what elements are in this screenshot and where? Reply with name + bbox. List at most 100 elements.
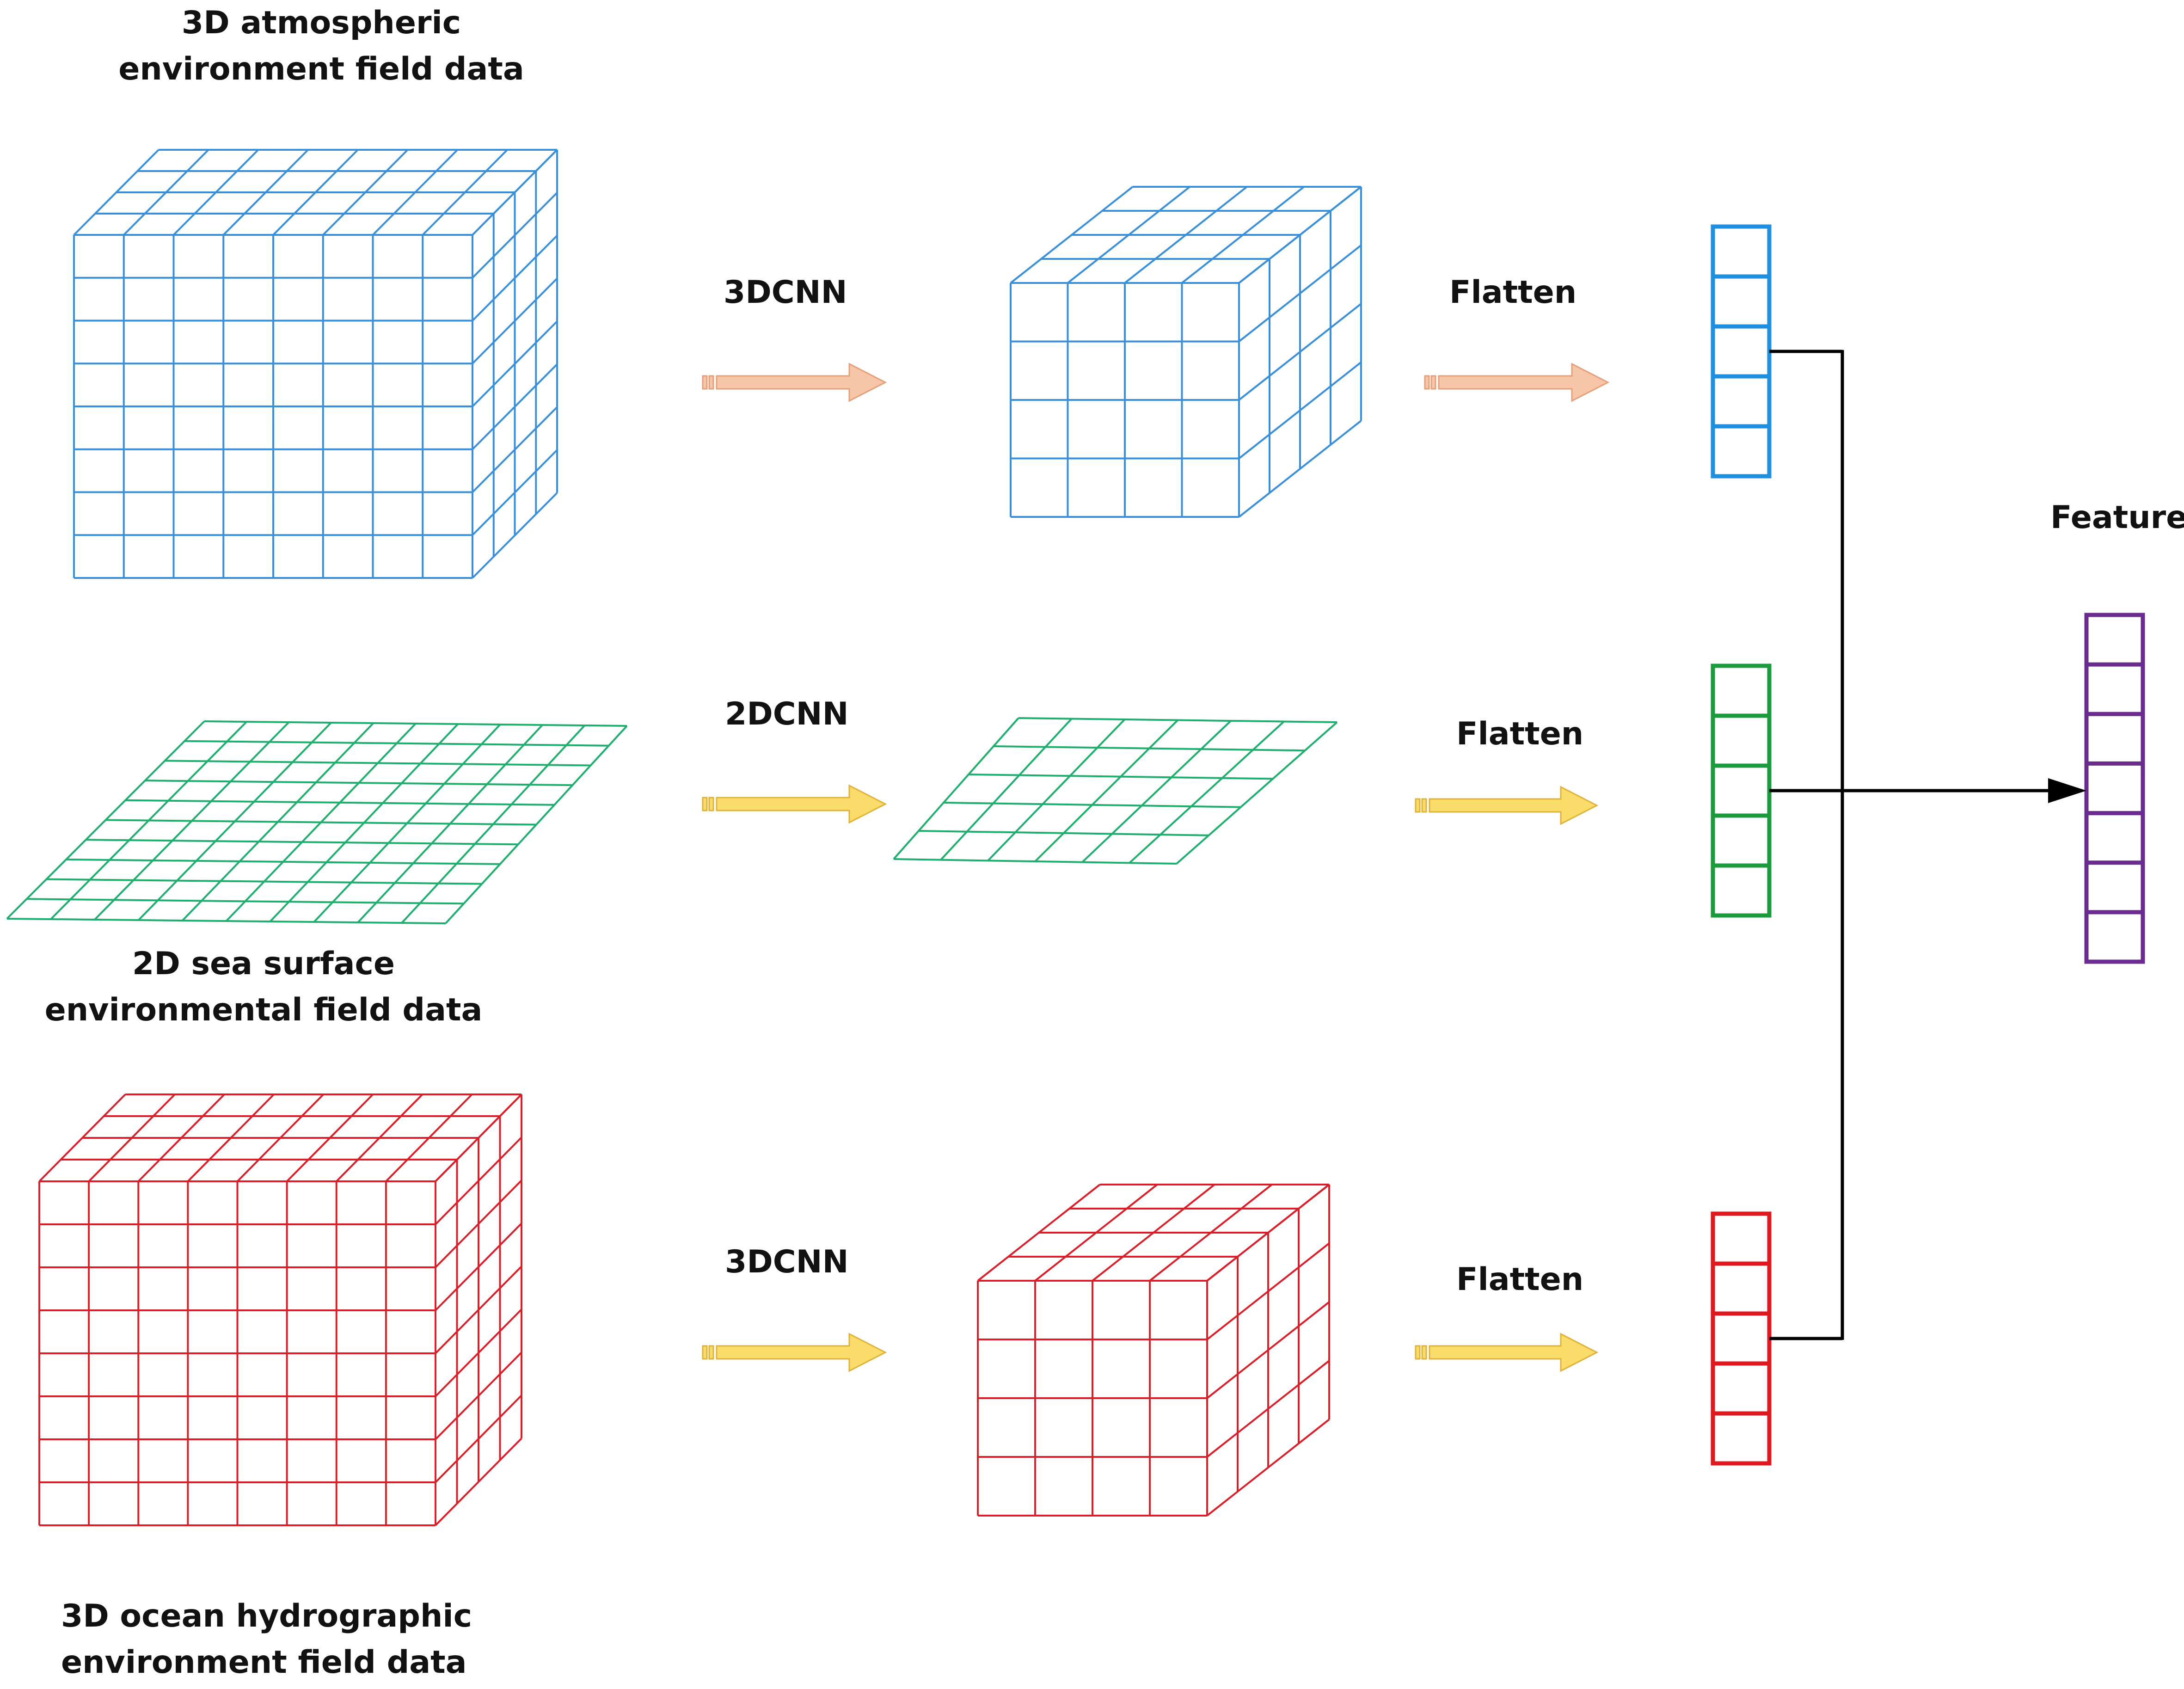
side-grid-hline [472,492,558,579]
arrow-body [716,784,887,824]
label-ocean: 3D ocean hydrographic environment field … [61,1593,472,1686]
label-3dcnn-top: 3DCNN [724,274,847,311]
vector-outline [1711,224,1772,479]
arrow-tail-stripe [1421,798,1427,813]
arrow-tail-stripe [1415,798,1421,813]
plane-grid-hline [165,760,591,767]
side-grid-hline [435,1093,522,1182]
arrow-flatten-mid [1415,786,1599,825]
side-grid-hline [1238,361,1362,460]
arrow-tail-stripe [708,1345,714,1360]
label-features: Features [2050,499,2184,536]
label-atmospheric: 3D atmospheric environment field data [32,0,610,92]
label-sea-surface-line2: environmental field data [44,992,483,1028]
side-grid-hline [472,192,558,279]
label-sea-surface-line1: 2D sea surface [132,946,395,982]
connector-lines [1769,350,2086,1340]
side-grid-hline [1206,1184,1330,1282]
large-sea-surface-grid [6,720,628,924]
label-flatten-mid: Flatten [1456,716,1584,752]
plane-grid-hline [26,898,464,905]
label-sea-surface: 2D sea surface environmental field data [0,941,527,1033]
label-atmospheric-line2: environment field data [118,51,524,87]
plane-grid-vline [987,719,1126,861]
label-ocean-line2: environment field data [61,1644,467,1681]
arrow-3dcnn-bot [702,1333,887,1372]
plane-grid-hline [125,799,555,806]
arrow-tail-stripe [702,797,708,811]
vector-features [2084,613,2145,964]
arrow-body [716,1333,887,1372]
plane-grid-vline [1129,721,1285,864]
arrow-3dcnn-top [702,362,887,402]
vector-sea-surface [1711,663,1772,918]
plane-grid-hline [204,720,627,727]
side-grid-hline [472,235,558,321]
side-grid-hline [435,1437,522,1526]
side-grid-hline [435,1351,522,1440]
arrow-flatten-bot [1415,1333,1599,1372]
arrow-body [1429,786,1599,825]
side-grid-hline [472,320,558,407]
side-grid-hline [472,277,558,364]
vector-outline [2084,613,2145,964]
side-grid-hline [435,1308,522,1397]
plane-grid-hline [893,858,1177,865]
arrow-tail-stripe [1424,375,1430,390]
plane-grid-hline [145,780,573,786]
arrow-tail-stripe [702,1345,708,1360]
side-grid-hline [435,1394,522,1483]
vector-outline [1711,1211,1772,1466]
plane-grid-hline [6,918,446,924]
arrow-tail-stripe [702,375,708,390]
side-grid-hline [472,406,558,493]
plane-grid-hline [918,830,1209,836]
small-sea-surface-grid [893,717,1338,865]
plane-grid-vline [940,718,1073,861]
label-flatten-top: Flatten [1449,274,1577,311]
plane-grid-hline [1018,717,1337,723]
connector-arrowhead [2048,778,2086,803]
plane-grid-hline [993,745,1305,752]
side-grid-hline [472,149,558,236]
side-grid-hline [1238,303,1362,401]
arrow-tail-stripe [708,797,714,811]
side-grid-hline [1238,420,1362,518]
label-flatten-bot: Flatten [1456,1261,1584,1298]
side-grid-hline [435,1222,522,1311]
plane-grid-hline [105,819,537,826]
label-2dcnn-mid: 2DCNN [725,696,849,732]
side-grid-hline [472,363,558,450]
side-grid-hline [1206,1360,1330,1458]
plane-grid-hline [46,878,482,885]
side-grid-hline [1238,244,1362,343]
vector-atmospheric [1711,224,1772,479]
side-grid-hline [472,449,558,536]
arrow-tail-stripe [708,375,714,390]
arrow-tail-stripe [1430,375,1436,390]
arrow-body [1438,362,1610,402]
small-ocean-cube [977,1184,1330,1517]
plane-grid-vline [1034,719,1178,862]
small-atmospheric-cube [1010,186,1362,518]
arrow-2dcnn-mid [702,784,887,824]
vector-ocean [1711,1211,1772,1466]
large-ocean-cube [38,1093,522,1526]
plane-grid-hline [86,839,518,846]
plane-grid-vline [1081,720,1232,863]
label-atmospheric-line1: 3D atmospheric [181,5,461,41]
plane-grid-vline [1176,721,1338,865]
label-ocean-line1: 3D ocean hydrographic [61,1598,472,1634]
arrow-tail-stripe [1415,1345,1421,1360]
side-grid-hline [435,1265,522,1354]
side-grid-hline [435,1179,522,1268]
arrow-body [1429,1333,1599,1372]
large-atmospheric-cube [73,149,558,579]
plane-grid-hline [968,774,1273,780]
plane-grid-vline [893,717,1019,860]
side-grid-hline [1238,186,1362,284]
side-grid-hline [1206,1242,1330,1340]
plane-grid-hline [184,740,609,747]
arrow-tail-stripe [1421,1345,1427,1360]
